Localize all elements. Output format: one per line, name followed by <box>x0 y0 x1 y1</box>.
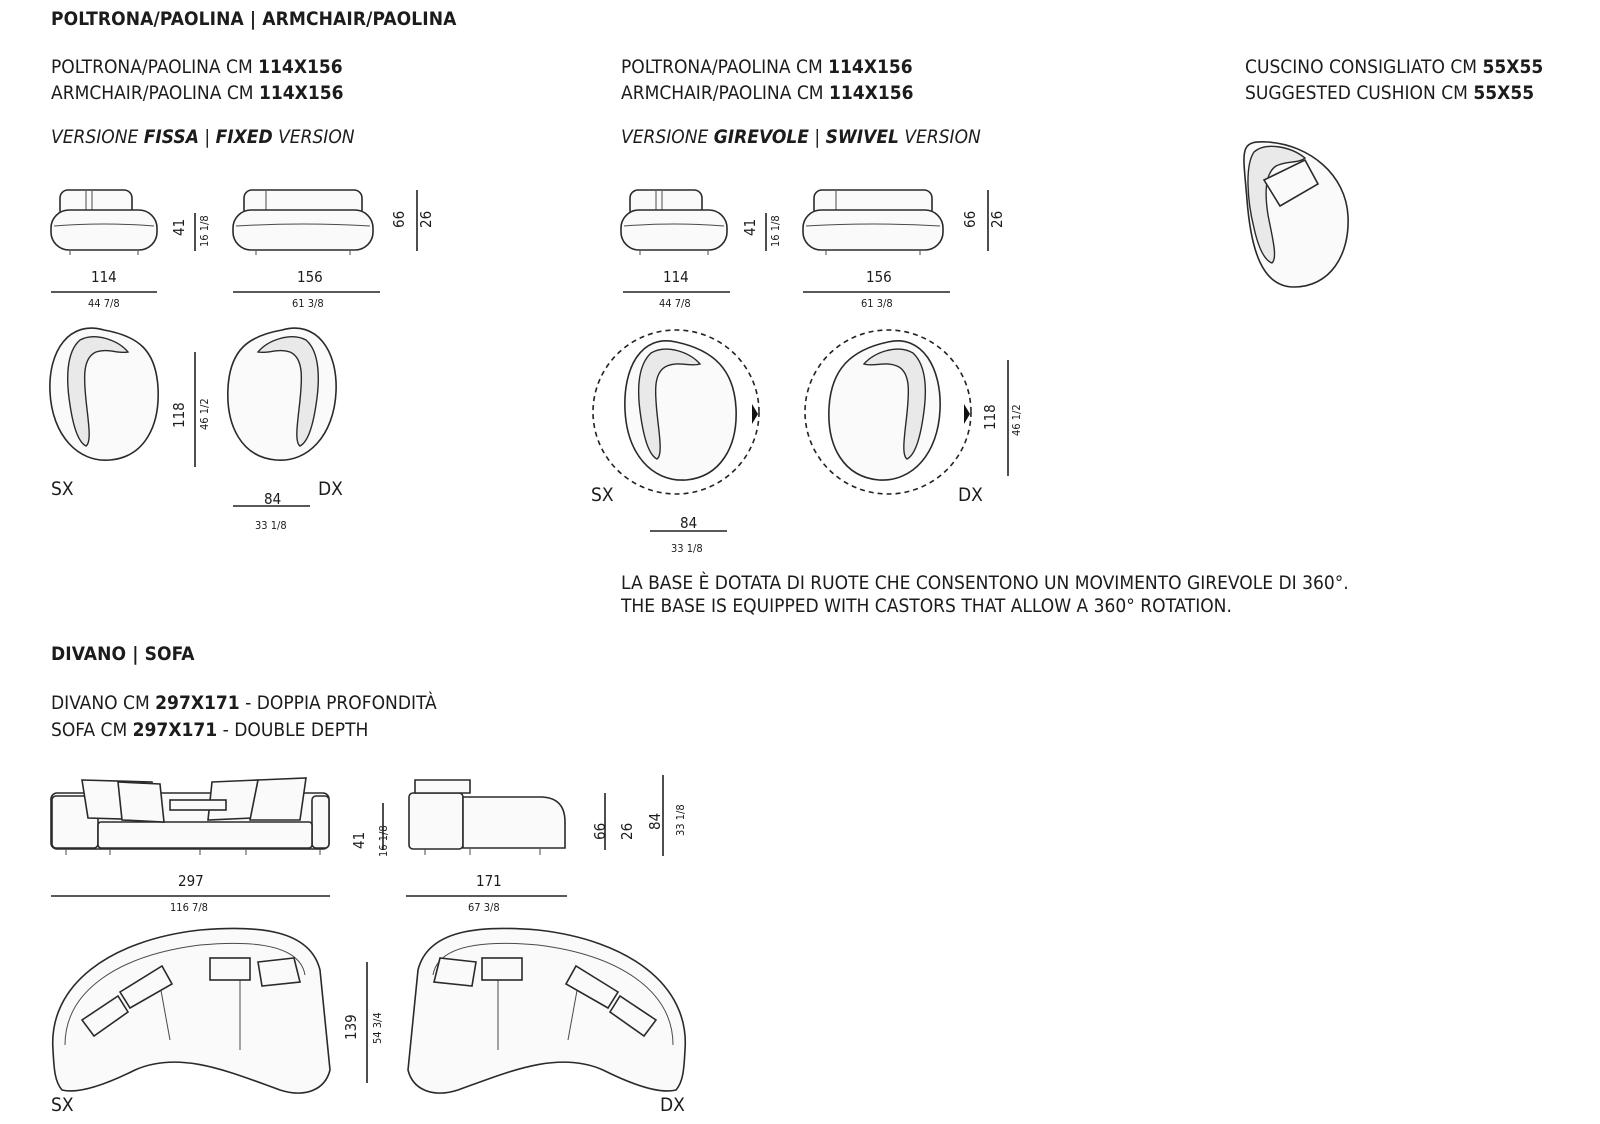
fixed-height-in: 16 1/8 <box>198 215 211 247</box>
fixed-width2-in: 61 3/8 <box>292 297 324 310</box>
cushion-it: CUSCINO CONSIGLIATO CM 55X55 <box>1245 58 1543 77</box>
fixed-version-en: FIXED <box>215 126 273 148</box>
swivel-label-sx: SX <box>591 484 614 506</box>
cushion-armchair-plan <box>1243 140 1349 288</box>
swivel-height-in: 16 1/8 <box>769 215 782 247</box>
sofa-height-in: 16 1/8 <box>377 825 390 857</box>
swivel-paolina-front-view <box>802 189 944 255</box>
sofa-size-it-value: 297X171 <box>155 692 240 714</box>
sofa-width-in: 116 7/8 <box>170 901 208 914</box>
sofa-size-en-prefix: SOFA CM <box>51 719 133 741</box>
fixed-width1-in: 44 7/8 <box>88 297 120 310</box>
sofa-depth-in: 67 3/8 <box>468 901 500 914</box>
fixed-label-dx: DX <box>318 478 343 500</box>
fixed-version-pre: VERSIONE <box>51 126 144 148</box>
cushion-it-value: 55X55 <box>1482 56 1544 78</box>
fixed-version-sep: | <box>198 126 216 148</box>
swivel-note-en: THE BASE IS EQUIPPED WITH CASTORS THAT A… <box>621 595 1232 617</box>
sofa-section-heading: DIVANO | SOFA <box>51 643 195 665</box>
swivel-version-it: GIREVOLE <box>713 126 809 148</box>
fixed-width1-cm: 114 <box>91 268 117 286</box>
sofa-size-en: SOFA CM 297X171 - DOUBLE DEPTH <box>51 721 368 740</box>
swivel-version-sep: | <box>808 126 826 148</box>
swivel-size-en-value: 114X156 <box>828 82 914 104</box>
sofa-plan-depth-cm: 139 <box>342 1014 360 1040</box>
swivel-plan-depth-cm: 118 <box>981 404 999 430</box>
fixed-armchair-front-view <box>50 189 158 255</box>
sofa-size-it-suffix: - DOPPIA PROFONDITÀ <box>239 692 437 714</box>
sofa-top-cm: 84 <box>646 812 664 830</box>
fixed-plan-dx <box>227 327 337 461</box>
fixed-plan-depth-in: 46 1/2 <box>198 398 211 430</box>
swivel-version-en: SWIVEL <box>825 126 899 148</box>
swivel-height-cm: 41 <box>741 218 759 236</box>
fixed-plan-width-cm: 84 <box>264 490 282 508</box>
fixed-size-it: POLTRONA/PAOLINA CM 114X156 <box>51 58 343 77</box>
sofa-label-sx: SX <box>51 1094 74 1116</box>
sofa-width-cm: 297 <box>178 872 204 890</box>
swivel-label-dx: DX <box>958 484 983 506</box>
fixed-plan-width-in: 33 1/8 <box>255 519 287 532</box>
fixed-back-in: 26 <box>417 210 435 228</box>
sofa-size-en-value: 297X171 <box>132 719 218 741</box>
cushion-en-prefix: SUGGESTED CUSHION CM <box>1245 82 1474 104</box>
swivel-version-post: VERSION <box>898 126 981 148</box>
sofa-plan-sx <box>52 927 331 1094</box>
sofa-plan-dx <box>407 927 686 1094</box>
sofa-size-en-suffix: - DOUBLE DEPTH <box>217 719 369 741</box>
swivel-note-it: LA BASE È DOTATA DI RUOTE CHE CONSENTONO… <box>621 572 1349 594</box>
sofa-plan-depth-in: 54 3/4 <box>371 1012 384 1044</box>
armchair-section-heading: POLTRONA/PAOLINA | ARMCHAIR/PAOLINA <box>51 8 457 30</box>
swivel-plan-width-cm: 84 <box>680 514 698 532</box>
sofa-label-dx: DX <box>660 1094 685 1116</box>
sofa-height-cm: 41 <box>350 831 368 849</box>
fixed-back-cm: 66 <box>390 210 408 228</box>
swivel-back-cm: 66 <box>961 210 979 228</box>
swivel-width2-cm: 156 <box>866 268 892 286</box>
swivel-size-it-prefix: POLTRONA/PAOLINA CM <box>621 56 829 78</box>
swivel-size-it-value: 114X156 <box>828 56 913 78</box>
swivel-version-pre: VERSIONE <box>621 126 714 148</box>
sofa-size-it: DIVANO CM 297X171 - DOPPIA PROFONDITÀ <box>51 694 437 713</box>
swivel-plan-width-in: 33 1/8 <box>671 542 703 555</box>
sofa-size-it-prefix: DIVANO CM <box>51 692 156 714</box>
swivel-width1-cm: 114 <box>663 268 689 286</box>
swivel-size-en: ARMCHAIR/PAOLINA CM 114X156 <box>621 84 914 103</box>
fixed-paolina-front-view <box>232 189 374 255</box>
fixed-size-en-prefix: ARMCHAIR/PAOLINA CM <box>51 82 259 104</box>
swivel-version-label: VERSIONE GIREVOLE | SWIVEL VERSION <box>621 128 981 147</box>
swivel-width1-in: 44 7/8 <box>659 297 691 310</box>
fixed-size-en: ARMCHAIR/PAOLINA CM 114X156 <box>51 84 344 103</box>
fixed-height-cm: 41 <box>170 218 188 236</box>
fixed-width2-cm: 156 <box>297 268 323 286</box>
cushion-it-prefix: CUSCINO CONSIGLIATO CM <box>1245 56 1483 78</box>
fixed-plan-sx <box>49 327 159 461</box>
fixed-size-en-value: 114X156 <box>258 82 344 104</box>
sofa-side-view <box>408 779 566 855</box>
cushion-en: SUGGESTED CUSHION CM 55X55 <box>1245 84 1534 103</box>
swivel-plan-depth-in: 46 1/2 <box>1010 404 1023 436</box>
swivel-width2-in: 61 3/8 <box>861 297 893 310</box>
swivel-size-it: POLTRONA/PAOLINA CM 114X156 <box>621 58 913 77</box>
swivel-plan-sx <box>592 329 760 495</box>
fixed-version-post: VERSION <box>272 126 355 148</box>
sofa-top-in: 33 1/8 <box>674 804 687 836</box>
fixed-version-label: VERSIONE FISSA | FIXED VERSION <box>51 128 355 147</box>
sofa-back-cm: 66 <box>591 822 609 840</box>
fixed-plan-depth-cm: 118 <box>170 402 188 428</box>
fixed-version-it: FISSA <box>143 126 199 148</box>
sofa-front-view <box>50 777 330 855</box>
swivel-armchair-front-view <box>620 189 728 255</box>
swivel-size-en-prefix: ARMCHAIR/PAOLINA CM <box>621 82 829 104</box>
swivel-back-in: 26 <box>988 210 1006 228</box>
sofa-back-in: 26 <box>618 822 636 840</box>
cushion-en-value: 55X55 <box>1473 82 1535 104</box>
sofa-depth-cm: 171 <box>476 872 502 890</box>
fixed-size-it-prefix: POLTRONA/PAOLINA CM <box>51 56 259 78</box>
swivel-plan-dx <box>804 329 972 495</box>
fixed-size-it-value: 114X156 <box>258 56 343 78</box>
fixed-label-sx: SX <box>51 478 74 500</box>
